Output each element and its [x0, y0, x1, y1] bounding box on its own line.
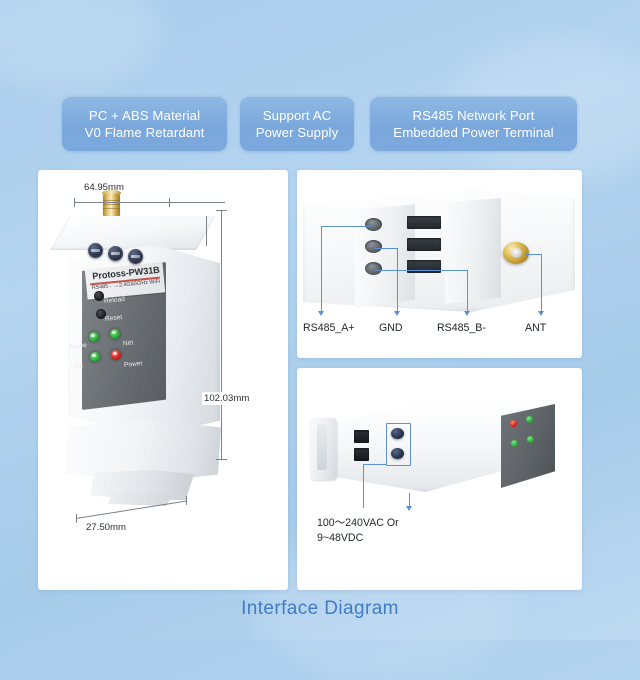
- din-rail-clip-slot: [317, 424, 327, 470]
- dimension-width-text: 64.95mm: [84, 182, 124, 193]
- led-power: [510, 420, 517, 427]
- feature-badge-row: PC + ABS Material V0 Flame Retardant Sup…: [0, 96, 640, 152]
- annotation-gnd: GND: [379, 322, 403, 334]
- panel-device-dimensions: Protoss-PW31B RS485←→2.4G&5GHz WiFi Relo…: [38, 170, 288, 590]
- din-rail-clip: [108, 492, 174, 506]
- badge-line-1: PC + ABS Material: [88, 108, 201, 123]
- terminal-slot: [407, 216, 441, 229]
- device-body-closeup: [303, 190, 575, 312]
- feature-badge-material: PC + ABS Material V0 Flame Retardant: [62, 96, 227, 151]
- power-terminal-screw: [391, 448, 404, 459]
- dimension-height-text: 102.03mm: [202, 392, 252, 405]
- badge-line-1: RS485 Network Port: [412, 108, 535, 123]
- terminal-slot: [407, 238, 441, 251]
- rs485-terminal-screw: [128, 249, 143, 264]
- diagram-caption: Interface Diagram: [241, 598, 399, 619]
- device-illustration: Protoss-PW31B RS485←→2.4G&5GHz WiFi Relo…: [38, 170, 288, 590]
- sma-antenna-center-pin: [511, 248, 522, 258]
- power-terminal-screw: [391, 428, 404, 439]
- led-link: [511, 440, 518, 447]
- panel-power-terminal: 100～240VAC Or 9~48VDC: [297, 368, 582, 590]
- device-top-face: [50, 216, 216, 250]
- led-power: [111, 350, 121, 360]
- background-blob: [0, 0, 160, 90]
- terminal-illustration: RS485_A+ GND RS485_B- ANT: [297, 170, 582, 358]
- badge-line-1: Support AC: [262, 108, 332, 123]
- terminal-hole-a: [365, 218, 382, 231]
- terminal-port: [354, 430, 369, 443]
- led-net: [526, 416, 533, 423]
- led-net: [110, 329, 120, 339]
- rs485-terminal-screw: [88, 243, 103, 258]
- led-link: [90, 352, 100, 362]
- led-active: [89, 332, 99, 342]
- power-terminal-highlight-box: [386, 423, 411, 466]
- antenna-block: [445, 198, 501, 304]
- feature-badge-network: RS485 Network Port Embedded Power Termin…: [370, 96, 577, 151]
- panel-terminal-closeup: RS485_A+ GND RS485_B- ANT: [297, 170, 582, 358]
- reload-button: [94, 291, 104, 301]
- led-link-label: Link: [70, 362, 84, 371]
- rs485-terminal-screw: [108, 246, 123, 261]
- power-spec-line-2: 9~48VDC: [317, 532, 364, 544]
- badge-line-2: Embedded Power Terminal: [393, 125, 554, 140]
- terminal-hole-b: [365, 262, 382, 275]
- terminal-port: [354, 448, 369, 461]
- terminal-slot: [407, 260, 441, 273]
- dimension-depth-text: 27.50mm: [86, 522, 126, 533]
- badge-line-2: Power Supply: [255, 125, 339, 140]
- power-terminal-illustration: 100～240VAC Or 9~48VDC: [297, 368, 582, 590]
- reset-button: [96, 309, 106, 319]
- sma-antenna-connector-icon: [103, 194, 120, 216]
- feature-badge-power: Support AC Power Supply: [240, 96, 354, 151]
- annotation-rs485-b: RS485_B-: [437, 322, 486, 334]
- rs485-terminal-block: [355, 204, 415, 308]
- annotation-ant: ANT: [525, 322, 547, 334]
- antenna-connector-top: [102, 190, 121, 196]
- badge-line-2: V0 Flame Retardant: [84, 125, 205, 140]
- led-active: [527, 436, 534, 443]
- power-spec-line-1: 100～240VAC Or: [317, 517, 399, 529]
- terminal-hole-gnd: [365, 240, 382, 253]
- led-net-label: Net: [122, 339, 134, 348]
- annotation-rs485-a: RS485_A+: [303, 322, 355, 334]
- product-infographic: PC + ABS Material V0 Flame Retardant Sup…: [0, 0, 640, 619]
